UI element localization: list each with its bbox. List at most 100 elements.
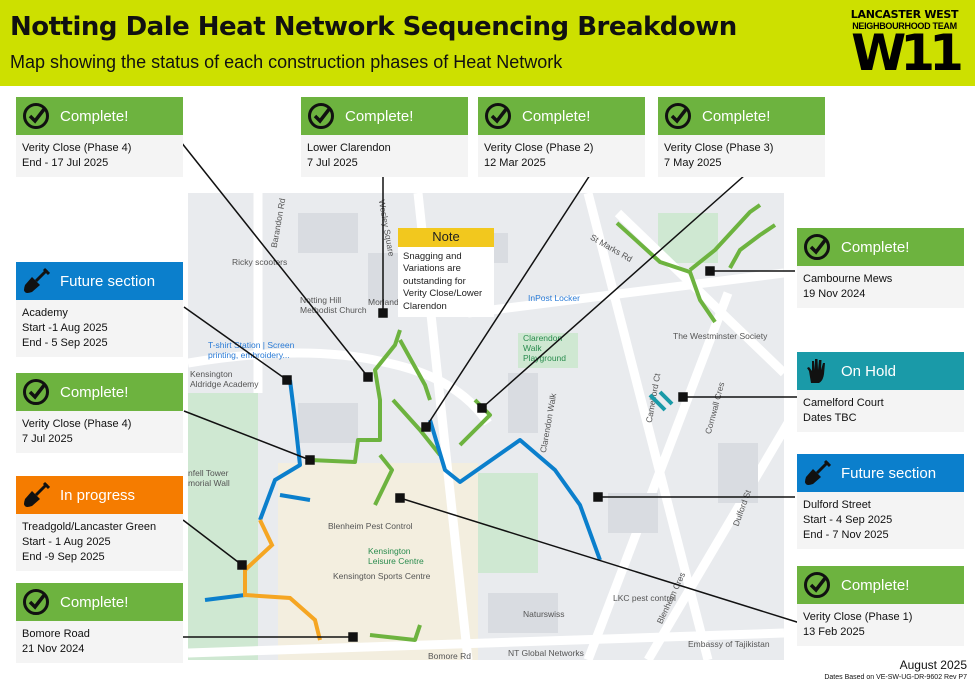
status-header: Future section — [797, 454, 964, 492]
page-title: Notting Dale Heat Network Sequencing Bre… — [10, 12, 737, 42]
status-label: Future section — [60, 272, 156, 290]
shovel-icon — [803, 459, 831, 487]
card-line: Academy — [22, 307, 68, 319]
logo-line2: NEIGHBOURHOOD TEAM — [852, 21, 957, 31]
note-title: Note — [398, 228, 494, 247]
check-circle-icon — [484, 102, 512, 130]
card-line: Verity Close (Phase 2) — [484, 142, 594, 154]
status-header: Complete! — [16, 373, 183, 411]
card-line: Verity Close (Phase 4) — [22, 142, 132, 154]
card-line: End -9 Sep 2025 — [22, 551, 105, 563]
card-line: Bomore Road — [22, 628, 90, 640]
card-body: Verity Close (Phase 4)End - 17 Jul 2025 — [16, 135, 183, 177]
check-circle-icon — [664, 102, 692, 130]
footer-date: August 2025 — [899, 658, 967, 672]
status-label: Complete! — [522, 107, 591, 125]
map-label: Embassy of Tajikistan — [688, 639, 770, 649]
page-subtitle: Map showing the status of each construct… — [10, 52, 563, 72]
map-label: Kensington Leisure Centre — [368, 546, 424, 566]
card-line: Start - 4 Sep 2025 — [803, 514, 893, 526]
status-header: Complete! — [797, 228, 964, 266]
card-line: Verity Close (Phase 3) — [664, 142, 774, 154]
card-line: Cambourne Mews — [803, 273, 893, 285]
note-box: Note Snagging and Variations are outstan… — [398, 228, 494, 317]
card-line: Camelford Court — [803, 397, 884, 409]
map-label: Clarendon Walk Playground — [523, 333, 567, 363]
card-line: 12 Mar 2025 — [484, 157, 546, 169]
status-label: Complete! — [702, 107, 771, 125]
logo: LANCASTER WEST NEIGHBOURHOOD TEAM W11 — [842, 8, 967, 82]
map-label: Morland — [368, 297, 399, 307]
status-label: Complete! — [60, 383, 129, 401]
status-label: Complete! — [60, 107, 129, 125]
card-line: 19 Nov 2024 — [803, 288, 866, 300]
card-line: Verity Close (Phase 1) — [803, 611, 913, 623]
map-label: Kensington Sports Centre — [333, 571, 431, 581]
status-header: In progress — [16, 476, 183, 514]
check-circle-icon — [22, 102, 50, 130]
status-header: Complete! — [478, 97, 645, 135]
card-body: Verity Close (Phase 3) 7 May 2025 — [658, 135, 825, 177]
status-card: Complete! Cambourne Mews 19 Nov 2024 — [797, 228, 964, 308]
card-body: Bomore Road 21 Nov 2024 — [16, 621, 183, 663]
status-header: Future section — [16, 262, 183, 300]
status-label: Complete! — [841, 238, 910, 256]
check-circle-icon — [803, 571, 831, 599]
park-area — [188, 393, 258, 660]
card-line: Start -1 Aug 2025 — [22, 322, 108, 334]
card-line: Lower Clarendon — [307, 142, 391, 154]
check-circle-icon — [22, 378, 50, 406]
card-line: 13 Feb 2025 — [803, 626, 865, 638]
footer-source: Dates Based on VE-SW-UG-DR-9602 Rev P7 — [824, 674, 967, 681]
card-line: End - 5 Sep 2025 — [22, 337, 108, 349]
logo-mark: W11 — [851, 24, 964, 82]
status-header: Complete! — [301, 97, 468, 135]
shovel-icon — [22, 481, 50, 509]
header-banner: Notting Dale Heat Network Sequencing Bre… — [0, 0, 975, 86]
status-card: Complete! Verity Close (Phase 1) 13 Feb 20… — [797, 566, 964, 646]
status-header: Complete! — [797, 566, 964, 604]
card-line: 21 Nov 2024 — [22, 643, 85, 655]
card-line: Treadgold/Lancaster Green — [22, 521, 157, 533]
check-circle-icon — [307, 102, 335, 130]
card-line: Verity Close (Phase 4) — [22, 418, 132, 430]
card-line: Dulford Street — [803, 499, 871, 511]
map-label: T-shirt Station | Screen printing, embro… — [208, 340, 295, 360]
map-label: nfell Tower morial Wall — [188, 468, 230, 488]
status-header: Complete! — [16, 97, 183, 135]
card-body: Verity Close (Phase 1) 13 Feb 2025 — [797, 604, 964, 646]
status-card: Complete! Bomore Road 21 Nov 2024 — [16, 583, 183, 663]
logo-line1: LANCASTER WEST — [850, 8, 959, 21]
card-line: 7 Jul 2025 — [22, 433, 73, 445]
status-label: In progress — [60, 486, 136, 504]
map-label: Blenheim Pest Control — [328, 521, 413, 531]
card-line: Start - 1 Aug 2025 — [22, 536, 111, 548]
map-label: Kensington Aldridge Academy — [190, 369, 259, 389]
map-label: Ricky scooters — [232, 257, 288, 267]
map-label: Naturswiss — [523, 609, 565, 619]
shovel-icon — [22, 267, 50, 295]
status-label: Complete! — [345, 107, 414, 125]
status-label: Complete! — [841, 576, 910, 594]
status-label: Complete! — [60, 593, 129, 611]
card-line: Dates TBC — [803, 412, 857, 424]
hand-icon — [803, 357, 831, 385]
map-label: Bomore Rd — [428, 651, 471, 660]
card-line: 7 Jul 2025 — [307, 157, 358, 169]
card-line: 7 May 2025 — [664, 157, 722, 169]
status-card: Complete! Verity Close (Phase 3) 7 May 202… — [658, 97, 825, 177]
card-body: Verity Close (Phase 4) 7 Jul 2025 — [16, 411, 183, 453]
card-line: End - 7 Nov 2025 — [803, 529, 889, 541]
status-header: On Hold — [797, 352, 964, 390]
status-card: Complete! Verity Close (Phase 4)End - 17 … — [16, 97, 183, 177]
map-label: NT Global Networks — [508, 648, 584, 658]
status-label: Future section — [841, 464, 937, 482]
status-card: Complete! Verity Close (Phase 4) 7 Jul 202… — [16, 373, 183, 453]
